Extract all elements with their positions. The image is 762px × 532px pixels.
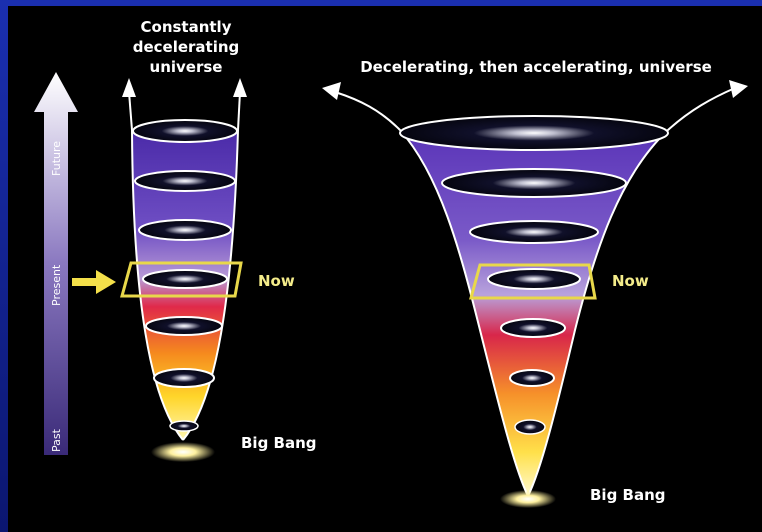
right-now-label: Now (612, 272, 649, 290)
left-arrowhead-left (122, 78, 136, 97)
left-title-line-1: Constantly (141, 18, 232, 36)
right-galaxy-disks (399, 115, 669, 435)
axis-label-present: Present (50, 264, 63, 306)
right-universe-cone (322, 80, 748, 508)
left-title-line-3: universe (150, 58, 223, 76)
right-now-box (469, 263, 597, 300)
time-axis-arrow (34, 72, 78, 455)
left-big-bang-flash (151, 442, 215, 462)
slide-frame-top (0, 0, 762, 6)
right-big-bang-flash (500, 490, 556, 508)
axis-label-future: Future (50, 141, 63, 176)
present-pointer-arrow (72, 270, 116, 294)
right-arrowhead-right (729, 80, 748, 98)
left-big-bang-label: Big Bang (241, 434, 317, 452)
left-arrowhead-right (233, 78, 247, 97)
left-title-line-2: decelerating (133, 38, 240, 56)
left-now-box (120, 261, 243, 298)
left-now-label: Now (258, 272, 295, 290)
slide-frame-left (0, 0, 8, 532)
right-big-bang-label: Big Bang (590, 486, 666, 504)
right-arrowhead-left (322, 82, 341, 100)
right-title: Decelerating, then accelerating, univers… (360, 58, 712, 76)
axis-label-past: Past (50, 428, 63, 452)
left-galaxy-disks (132, 119, 238, 432)
